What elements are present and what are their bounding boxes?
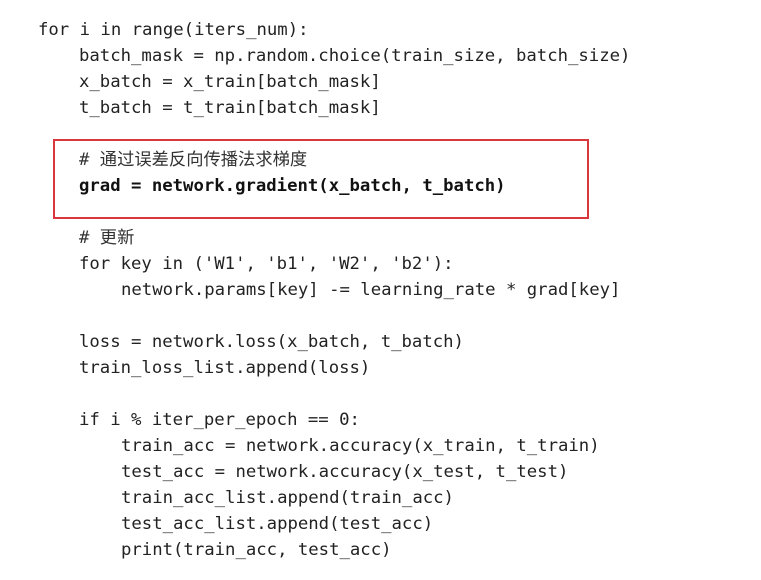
code-comment-gradient: # 通过误差反向传播法求梯度 [79, 150, 308, 170]
code-line-for-key: for key in ('W1', 'b1', 'W2', 'b2'): [79, 254, 454, 274]
blank-line [38, 381, 738, 407]
code-line-grad: grad = network.gradient(x_batch, t_batch… [79, 176, 506, 196]
code-line-if-epoch: if i % iter_per_epoch == 0: [79, 410, 360, 430]
code-line-t-batch: t_batch = t_train[batch_mask] [79, 98, 381, 118]
code-line-print: print(train_acc, test_acc) [121, 540, 392, 560]
highlight-box [53, 139, 589, 219]
code-line-for-loop: for i in range(iters_num): [38, 20, 309, 40]
code-line-params-update: network.params[key] -= learning_rate * g… [121, 280, 621, 300]
code-line-batch-mask: batch_mask = np.random.choice(train_size… [79, 46, 631, 66]
code-line-x-batch: x_batch = x_train[batch_mask] [79, 72, 381, 92]
code-line-loss: loss = network.loss(x_batch, t_batch) [79, 332, 464, 352]
code-line-test-acc: test_acc = network.accuracy(x_test, t_te… [121, 462, 569, 482]
code-block: for i in range(iters_num): batch_mask = … [38, 17, 738, 563]
code-line-test-acc-append: test_acc_list.append(test_acc) [121, 514, 434, 534]
code-line-train-acc-append: train_acc_list.append(train_acc) [121, 488, 454, 508]
code-line-loss-append: train_loss_list.append(loss) [79, 358, 371, 378]
code-comment-update: # 更新 [79, 228, 135, 248]
blank-line [38, 303, 738, 329]
code-line-train-acc: train_acc = network.accuracy(x_train, t_… [121, 436, 600, 456]
